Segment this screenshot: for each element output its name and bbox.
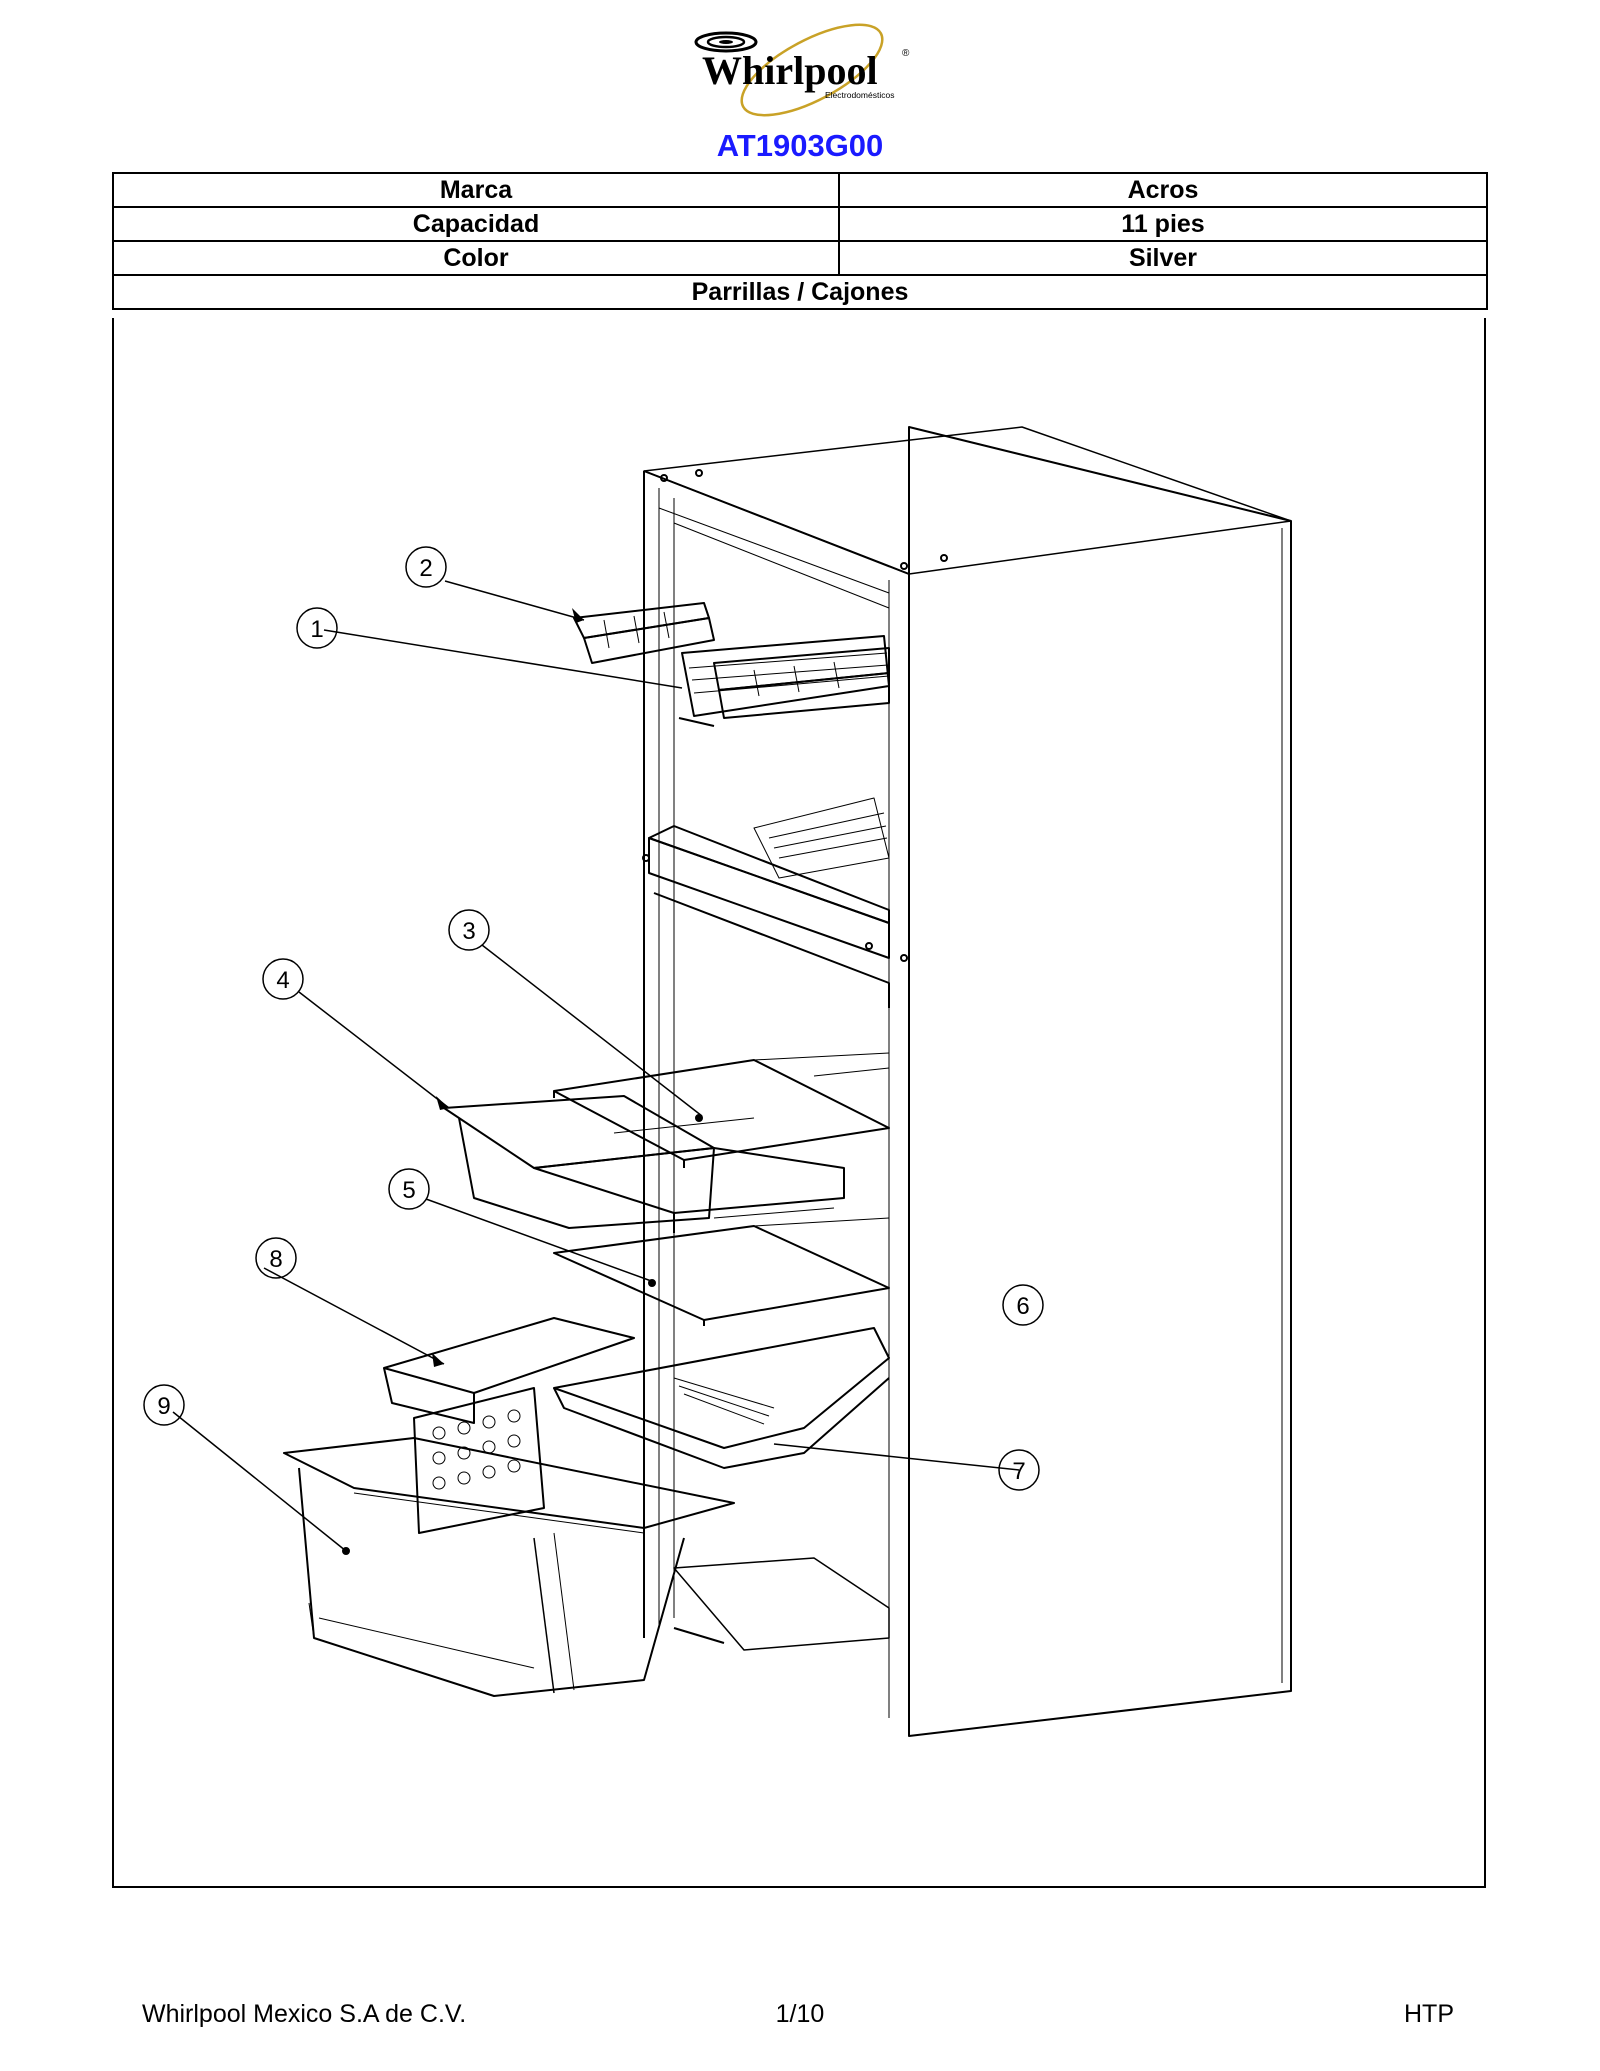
svg-text:4: 4 (276, 967, 289, 994)
ice-trays-part-2 (573, 602, 890, 719)
drawer-part-4 (443, 1095, 845, 1233)
svg-text:8: 8 (269, 1246, 282, 1273)
whirlpool-logo: Whirlpool ® Electrodomésticos (680, 12, 920, 130)
leader-lines (172, 580, 1020, 1552)
footer-company: Whirlpool Mexico S.A de C.V. (142, 2000, 467, 2028)
footer-code: HTP (1404, 2000, 1454, 2028)
freezer-divider (642, 797, 908, 1008)
callout-5: 5 (388, 1168, 430, 1210)
callout-9: 9 (143, 1384, 185, 1426)
svg-text:6: 6 (1016, 1293, 1029, 1320)
callout-2: 2 (405, 546, 447, 588)
refrigerator-exploded-diagram: 1 2 3 4 5 6 7 (143, 426, 1292, 1737)
callout-8: 8 (255, 1237, 297, 1279)
crisper-cover-part-7 (553, 1327, 890, 1469)
spec-value: 11 pies (838, 206, 1488, 242)
crisper-drawer-part-9 (283, 1437, 890, 1697)
spec-value: Silver (838, 240, 1488, 276)
svg-text:5: 5 (402, 1177, 415, 1204)
spec-row-capacity: Capacidad 11 pies (112, 206, 1488, 242)
svg-text:7: 7 (1012, 1458, 1025, 1485)
section-row: Parrillas / Cajones (112, 274, 1488, 310)
callout-1: 1 (296, 607, 338, 649)
spec-row-color: Color Silver (112, 240, 1488, 276)
svg-text:1: 1 (310, 616, 323, 643)
divider-part-8 (383, 1317, 635, 1534)
spec-value: Acros (838, 172, 1488, 208)
logo-wordmark: Whirlpool (702, 48, 878, 93)
spec-table: Marca Acros Capacidad 11 pies Color Silv… (112, 172, 1488, 310)
callout-3: 3 (448, 909, 490, 951)
logo-registered: ® (902, 48, 910, 59)
diagram-frame: 1 2 3 4 5 6 7 (112, 318, 1486, 1888)
cabinet-body (643, 426, 1292, 1737)
logo-subtitle: Electrodomésticos (825, 90, 894, 100)
section-title: Parrillas / Cajones (112, 274, 1488, 310)
spec-label: Color (112, 240, 840, 276)
model-number: AT1903G00 (716, 128, 884, 163)
callout-7: 7 (998, 1449, 1040, 1491)
glass-shelf-part-5 (553, 1217, 890, 1326)
callout-4: 4 (262, 958, 304, 1000)
svg-text:2: 2 (419, 555, 432, 582)
spec-label: Marca (112, 172, 840, 208)
callout-6: 6 (1002, 1284, 1044, 1326)
svg-text:3: 3 (462, 918, 475, 945)
footer-page-number: 1/10 (775, 2000, 825, 2028)
callouts: 1 2 3 4 5 6 7 (143, 546, 1044, 1491)
glass-shelf-part-3 (553, 1052, 890, 1168)
svg-text:9: 9 (157, 1393, 170, 1420)
spec-label: Capacidad (112, 206, 840, 242)
spec-row-brand: Marca Acros (112, 172, 1488, 208)
